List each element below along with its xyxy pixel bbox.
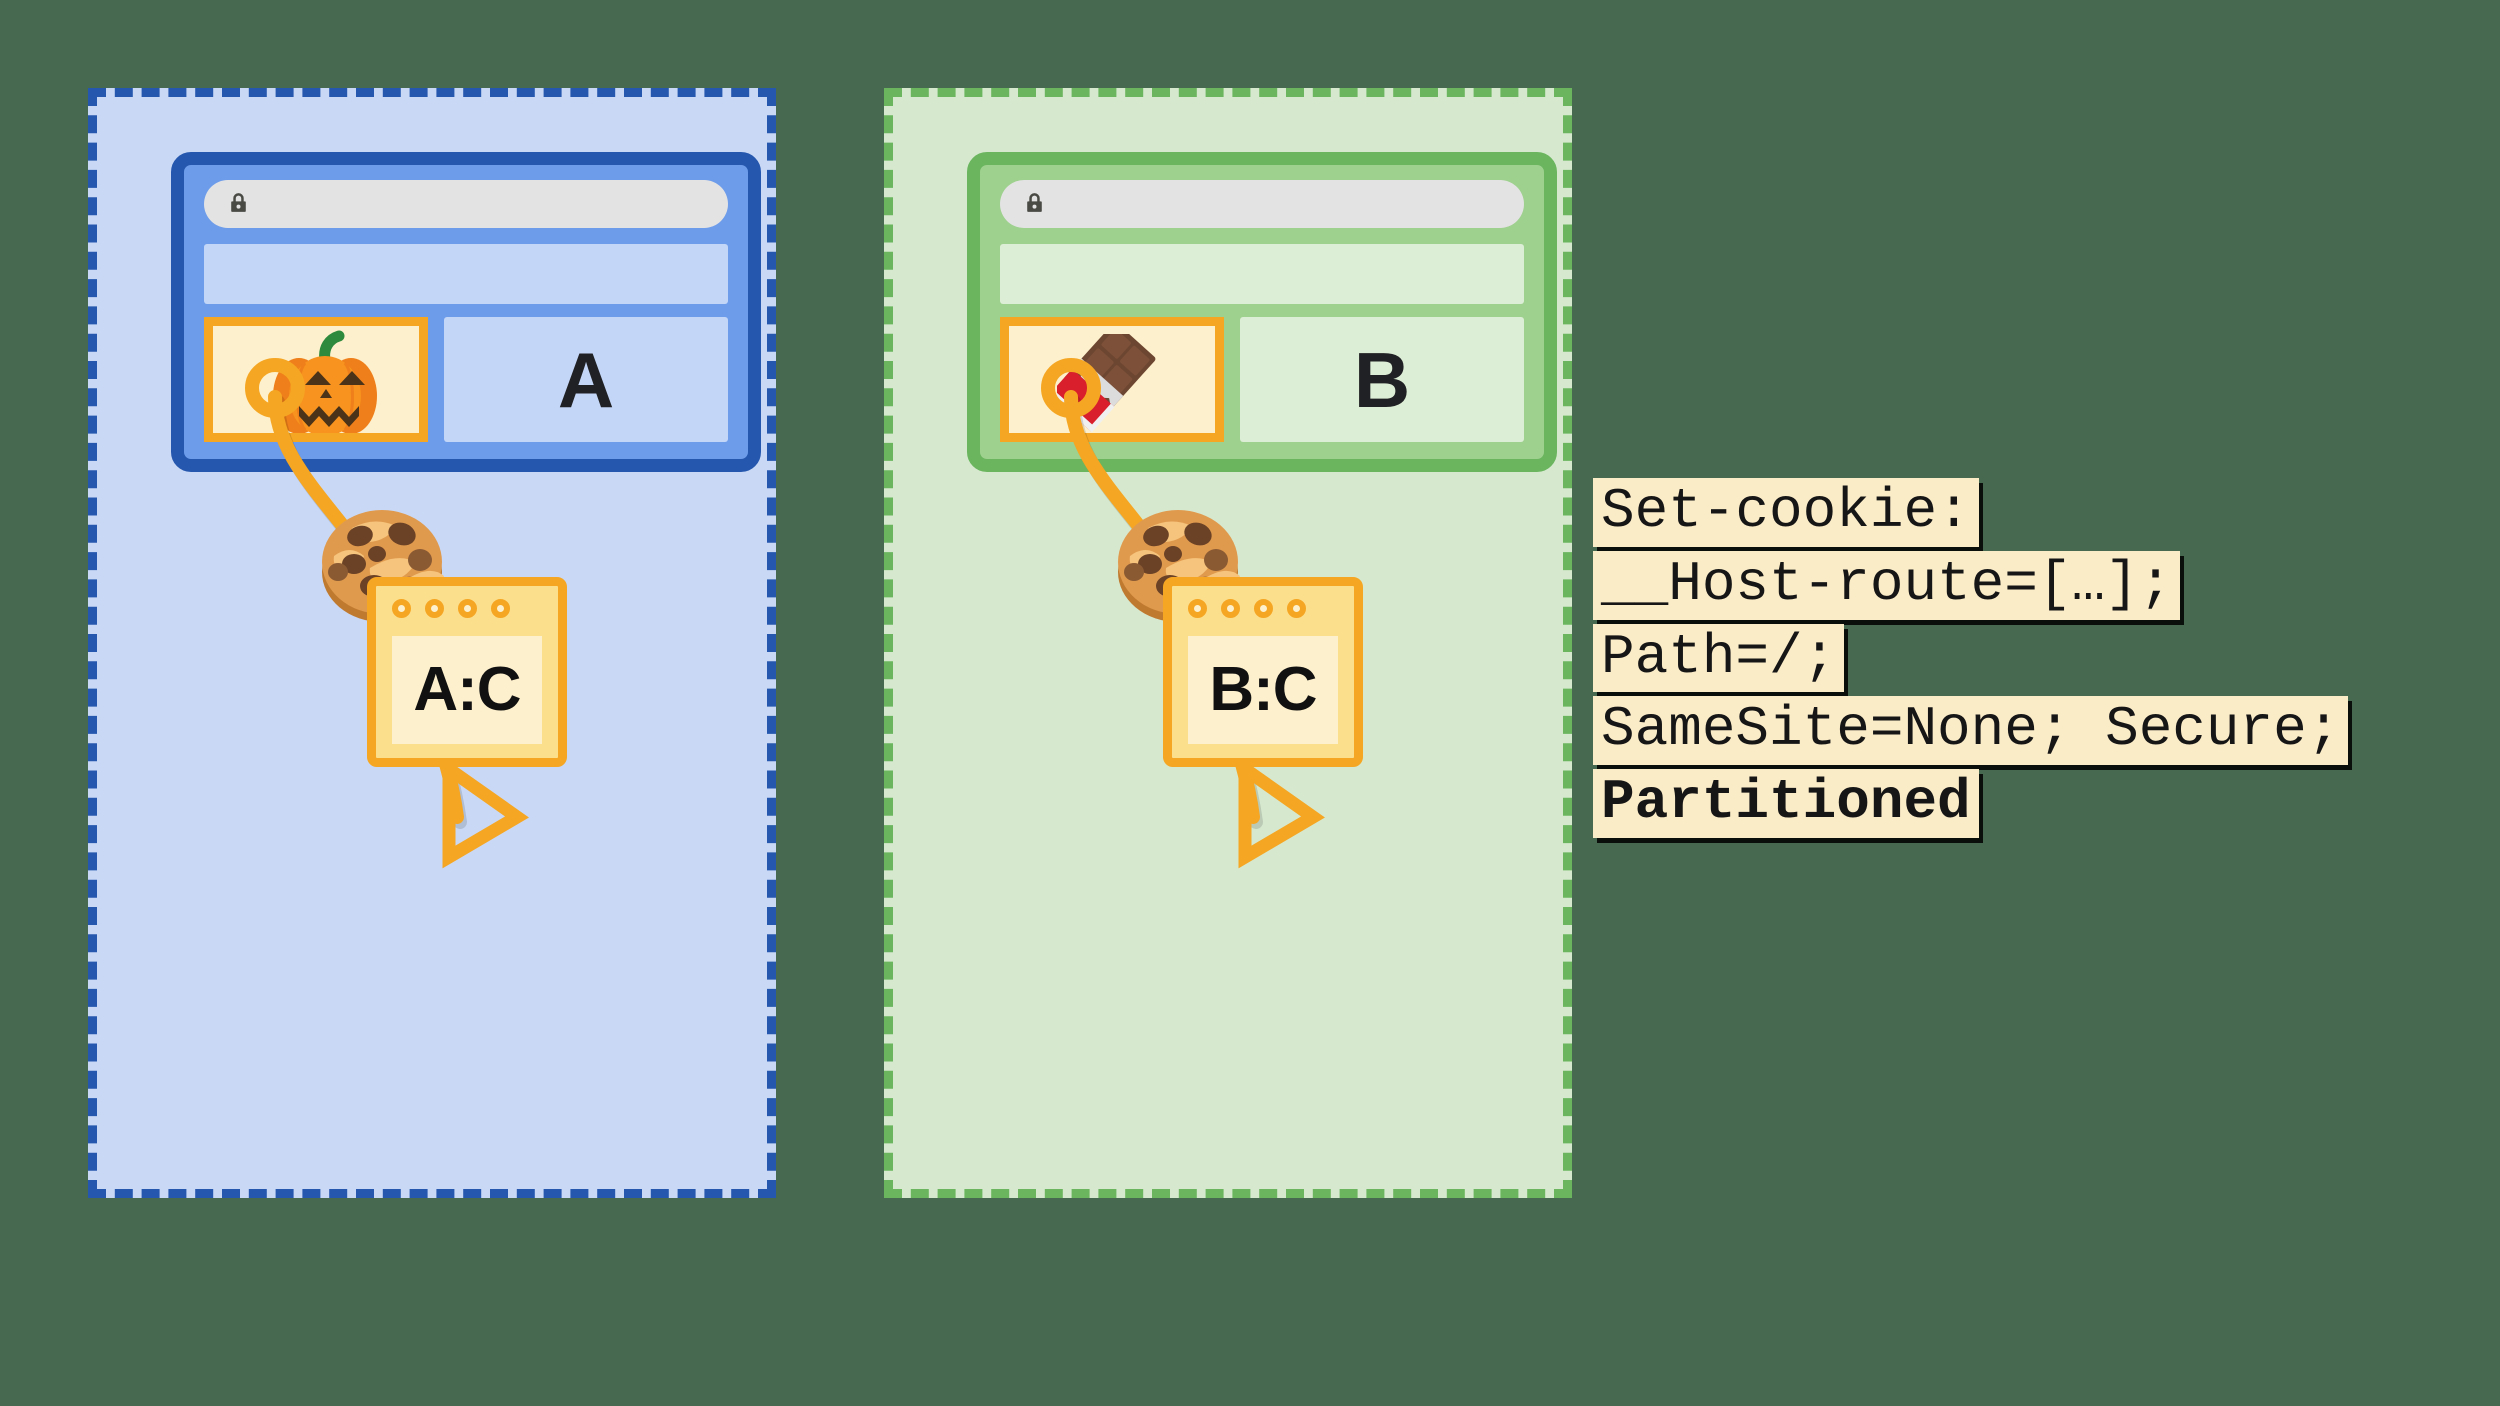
storage-dot bbox=[425, 599, 444, 618]
storage-dot bbox=[1287, 599, 1306, 618]
arrow-head-icon bbox=[442, 756, 529, 869]
page-content-b: B bbox=[1240, 317, 1524, 442]
set-cookie-code-block: Set-cookie: __Host-route=[…]; Path=/; Sa… bbox=[1593, 478, 2473, 842]
site-letter-a: A bbox=[557, 335, 615, 424]
site-letter-b: B bbox=[1353, 335, 1411, 424]
browser-tabstrip-b bbox=[1000, 244, 1524, 304]
url-bar-a[interactable] bbox=[204, 180, 728, 228]
lock-icon bbox=[231, 193, 246, 212]
storage-dots-b bbox=[1188, 599, 1306, 618]
embedded-iframe-a bbox=[204, 317, 428, 442]
code-line-4: Partitioned bbox=[1593, 769, 1979, 838]
code-line-3: SameSite=None; Secure; bbox=[1593, 696, 2349, 766]
storage-dot bbox=[491, 599, 510, 618]
browser-tabstrip-a bbox=[204, 244, 728, 304]
embedded-iframe-b bbox=[1000, 317, 1224, 442]
code-line-2: Path=/; bbox=[1593, 623, 1845, 693]
code-line-0: Set-cookie: bbox=[1593, 478, 1979, 547]
storage-screen-b: B:C bbox=[1188, 636, 1338, 744]
storage-dot bbox=[458, 599, 477, 618]
storage-screen-a: A:C bbox=[392, 636, 542, 744]
storage-label-b: B:C bbox=[1209, 655, 1317, 724]
chocolate-bar-icon bbox=[1057, 334, 1156, 433]
browser-window-a: A bbox=[171, 152, 761, 472]
url-bar-b[interactable] bbox=[1000, 180, 1524, 228]
lock-icon bbox=[1027, 193, 1042, 212]
arrow-head-icon bbox=[1238, 756, 1325, 869]
cookie-storage-a: A:C bbox=[367, 577, 567, 767]
storage-label-a: A:C bbox=[413, 655, 521, 724]
pumpkin-icon bbox=[273, 330, 377, 433]
storage-dots-a bbox=[392, 599, 510, 618]
storage-dot bbox=[1254, 599, 1273, 618]
page-content-a: A bbox=[444, 317, 728, 442]
cookie-storage-b: B:C bbox=[1163, 577, 1363, 767]
storage-dot bbox=[1188, 599, 1207, 618]
code-line-1: __Host-route=[…]; bbox=[1593, 550, 2181, 620]
storage-dot bbox=[1221, 599, 1240, 618]
browser-window-b: B bbox=[967, 152, 1557, 472]
storage-dot bbox=[392, 599, 411, 618]
site-panel-a: A bbox=[88, 88, 776, 1198]
site-panel-b: B bbox=[884, 88, 1572, 1198]
